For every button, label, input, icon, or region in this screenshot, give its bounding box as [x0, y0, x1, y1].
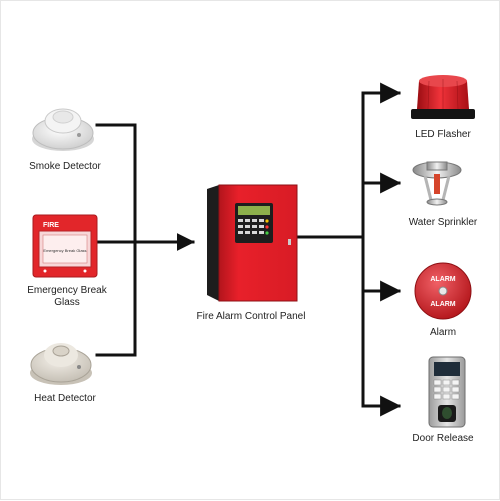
- heat-detector-label: Heat Detector: [34, 393, 96, 404]
- break-glass-small-text: Emergency Break Glass: [43, 248, 86, 253]
- control-panel-icon: [207, 184, 298, 302]
- water-sprinkler-icon: [412, 161, 462, 206]
- door-release-label: Door Release: [412, 433, 474, 444]
- heat-detector-icon: [30, 343, 92, 385]
- led-flasher-icon: [411, 75, 475, 119]
- door-release-icon: [428, 356, 466, 428]
- break-glass-sign-text: FIRE: [43, 222, 59, 229]
- alarm-bell-text-top: ALARM: [430, 276, 455, 283]
- alarm-bell-icon: ALARM ALARM: [414, 262, 472, 320]
- break-glass-icon: FIRE Emergency Break Glass: [32, 214, 98, 278]
- alarm-bell-text-bottom: ALARM: [430, 301, 455, 308]
- smoke-detector-icon: [32, 108, 94, 151]
- smoke-detector-label: Smoke Detector: [29, 161, 101, 172]
- led-flasher-label: LED Flasher: [415, 129, 471, 140]
- alarm-label: Alarm: [429, 327, 457, 338]
- break-glass-label: Emergency Break Glass: [27, 285, 107, 308]
- control-panel-label: Fire Alarm Control Panel: [196, 311, 306, 322]
- water-sprinkler-label: Water Sprinkler: [408, 217, 478, 228]
